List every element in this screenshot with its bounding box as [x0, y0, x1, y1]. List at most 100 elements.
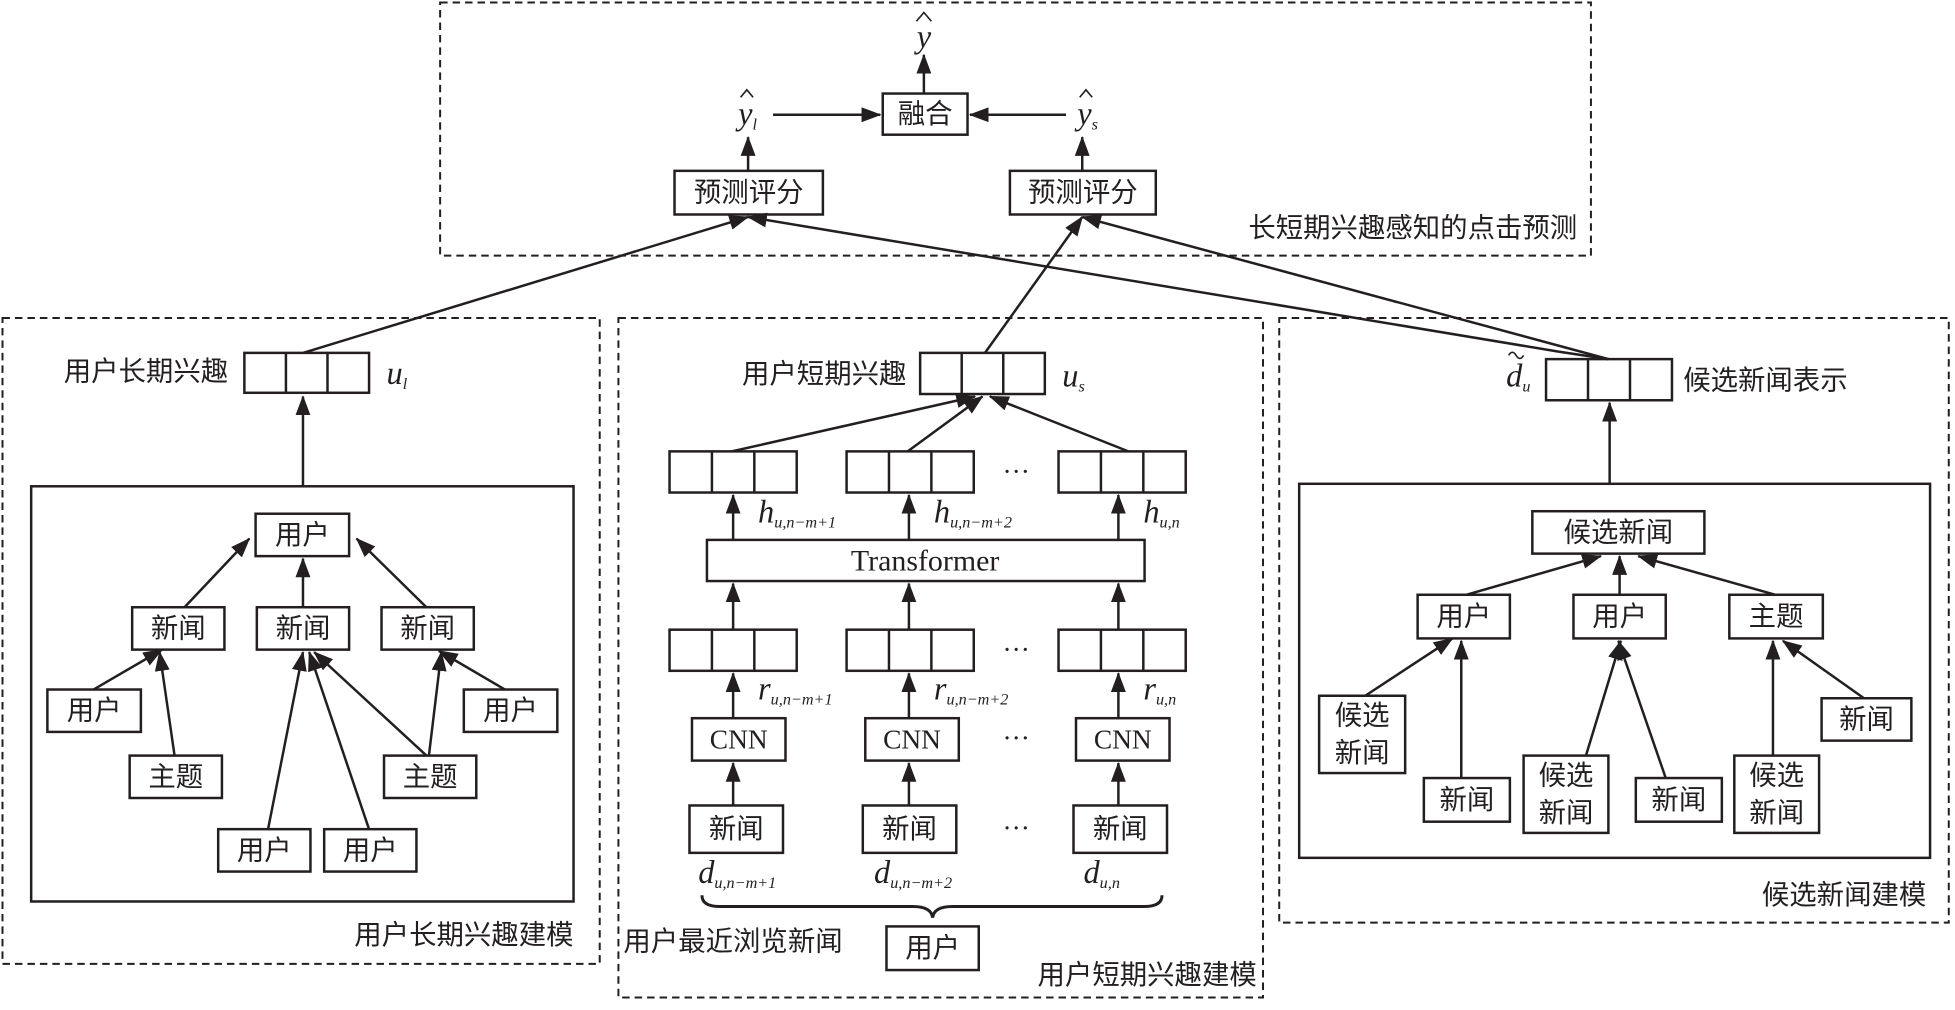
- recent-news-box: [861, 804, 958, 855]
- u-l-label-subscript: l: [403, 375, 408, 393]
- h-label-subscript: u,n: [1160, 513, 1180, 531]
- h-label-subscript: u,n−m+2: [950, 513, 1012, 531]
- candidate-panel-title: 候选新闻建模: [1762, 880, 1926, 910]
- long-term-leaf-box: [322, 827, 418, 873]
- ellipsis: ···: [1002, 635, 1029, 665]
- long-term-leaf-box: [46, 688, 143, 734]
- recent-news-box: [1072, 804, 1169, 855]
- cnn-box: [864, 716, 961, 762]
- arrow: [183, 537, 251, 609]
- score-right-label: 预测评分: [1028, 178, 1138, 208]
- d-label-base: d: [1083, 855, 1100, 891]
- short-term-interest-label: 用户短期兴趣: [742, 359, 906, 389]
- long-term-interest-vector: [243, 351, 371, 395]
- arrow: [1465, 554, 1603, 596]
- h-vector: [668, 450, 798, 494]
- y-s-label-base: y: [1074, 97, 1092, 133]
- r-label-base: r: [934, 672, 947, 708]
- arrow: [731, 393, 977, 453]
- d-label: du,n−m+2: [874, 855, 952, 892]
- long-term-leaf-label: 用户: [237, 835, 292, 865]
- candidate-mid-box: [1416, 593, 1512, 640]
- arrow: [1584, 639, 1623, 756]
- arrow: [427, 650, 447, 756]
- long-term-panel: [1, 316, 601, 965]
- r-label-subscript: u,n−m+1: [771, 690, 833, 708]
- arrow: [988, 395, 1129, 453]
- long-term-user-root-box: [254, 512, 351, 558]
- score-left-box: [673, 169, 825, 216]
- h-label: hu,n−m+1: [758, 494, 836, 531]
- r-vector: [1057, 628, 1187, 673]
- tilde-accent: [1507, 351, 1525, 360]
- ellipsis: ···: [1002, 813, 1029, 843]
- arrow: [313, 651, 428, 757]
- long-term-news-box: [130, 605, 226, 651]
- d-u-label-subscript: u: [1522, 378, 1530, 396]
- cnn-box: [1074, 716, 1171, 762]
- candidate-news-label-line1: 候选: [1749, 761, 1804, 791]
- arrow: [906, 395, 984, 453]
- d-label-base: d: [874, 855, 891, 891]
- arrow: [355, 537, 428, 609]
- u-s-label: us: [1062, 359, 1085, 396]
- y-hat-label: y: [914, 19, 932, 55]
- arrow: [92, 648, 164, 691]
- candidate-panel: [1278, 316, 1950, 924]
- d-label-subscript: u,n−m+2: [890, 874, 952, 892]
- r-vector: [668, 628, 798, 673]
- click-prediction-title: 长短期兴趣感知的点击预测: [1248, 213, 1577, 243]
- h-label-subscript: u,n−m+1: [774, 513, 836, 531]
- d-u-label-base: d: [1506, 359, 1523, 395]
- long-term-panel-title: 用户长期兴趣建模: [354, 920, 573, 950]
- candidate-mid-label: 主题: [1749, 602, 1804, 632]
- h-label: hu,n: [1143, 494, 1179, 531]
- candidate-news-label-line2: 新闻: [1539, 798, 1594, 828]
- y-l-label-base: y: [735, 97, 753, 133]
- r-label-base: r: [1143, 672, 1156, 708]
- u-s-label-base: u: [1062, 359, 1078, 395]
- arrow: [1781, 639, 1865, 700]
- short-term-user-box: [885, 925, 980, 972]
- candidate-news-box: [1522, 754, 1610, 835]
- r-label: ru,n−m+2: [934, 672, 1008, 709]
- candidate-leaf-news-label: 新闻: [1651, 785, 1706, 815]
- r-label-base: r: [758, 672, 771, 708]
- candidate-mid-box: [1572, 593, 1667, 640]
- long-term-leaf-label: 主题: [148, 762, 203, 792]
- score-left-label: 预测评分: [694, 178, 804, 208]
- arrow: [437, 649, 506, 691]
- candidate-news-box: [1317, 694, 1407, 775]
- recent-news-box: [688, 804, 785, 855]
- arrow: [1637, 553, 1776, 596]
- r-label-subscript: u,n−m+2: [946, 690, 1008, 708]
- candidate-leaf-news-label: 新闻: [1439, 785, 1494, 815]
- r-label-subscript: u,n: [1156, 690, 1176, 708]
- d-label: du,n: [1083, 855, 1119, 892]
- cnn-label: CNN: [710, 724, 768, 754]
- hat-accent: [915, 11, 932, 22]
- r-vector: [845, 628, 976, 673]
- long-term-leaf-box: [216, 827, 312, 873]
- candidate-news-box: [1733, 754, 1821, 835]
- long-term-user-root-label: 用户: [275, 520, 330, 550]
- hat-accent: [1079, 88, 1093, 98]
- arrow: [1081, 214, 1609, 361]
- long-term-leaf-label: 用户: [483, 696, 538, 726]
- candidate-mid-box: [1728, 593, 1825, 640]
- d-label: du,n−m+1: [698, 855, 776, 892]
- candidate-root-box: [1531, 509, 1706, 555]
- short-term-user-label: 用户: [905, 933, 960, 963]
- long-term-interest-label: 用户长期兴趣: [64, 357, 228, 387]
- arrow: [308, 650, 371, 830]
- h-label-base: h: [934, 494, 950, 530]
- long-term-leaf-box: [462, 688, 559, 734]
- candidate-mid-label: 用户: [1436, 602, 1491, 632]
- long-term-leaf-box: [128, 754, 224, 800]
- long-term-news-label: 新闻: [276, 613, 331, 643]
- h-vector: [1057, 450, 1187, 494]
- r-label: ru,n−m+1: [758, 672, 833, 709]
- recent-news-label: 新闻: [1093, 814, 1148, 844]
